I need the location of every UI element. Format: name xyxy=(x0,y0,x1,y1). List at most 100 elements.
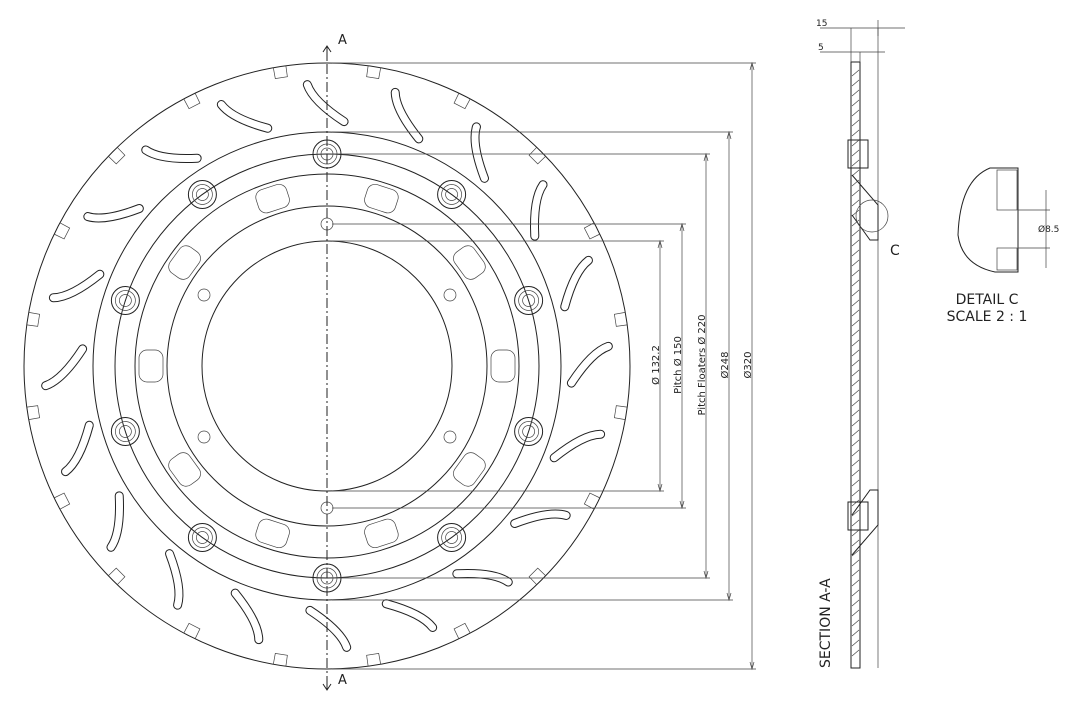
hatch-line xyxy=(851,69,860,77)
carrier-window xyxy=(364,183,399,214)
carrier-window xyxy=(255,183,290,214)
hatch-line xyxy=(851,559,860,567)
dim-disc-thickness: 5 xyxy=(818,43,824,53)
edge-notch xyxy=(54,492,71,510)
mounting-hole xyxy=(197,288,211,302)
edge-notch xyxy=(583,222,600,240)
hatch-line xyxy=(851,449,860,457)
hatch-line xyxy=(851,119,860,127)
cooling-slot-inner xyxy=(142,146,201,162)
carrier-section xyxy=(851,174,879,241)
detail-scale: SCALE 2 : 1 xyxy=(947,309,1028,325)
detail-marker: C xyxy=(890,243,900,259)
hatch-line xyxy=(851,499,860,507)
floater-hole xyxy=(522,294,535,307)
hatch-line xyxy=(851,99,860,107)
dim-320: Ø320 xyxy=(742,352,754,379)
hatch-line xyxy=(851,379,860,387)
hatch-line xyxy=(851,79,860,87)
cooling-slot-inner xyxy=(62,421,93,476)
dimension-line xyxy=(332,131,733,601)
detail-c-circle xyxy=(855,199,889,233)
section-title: SECTION A-A xyxy=(818,578,834,668)
edge-notch xyxy=(613,405,628,421)
disc-section xyxy=(850,61,861,669)
detail-title: DETAIL C xyxy=(956,292,1019,308)
floater-ring xyxy=(115,421,136,442)
hatch-line xyxy=(851,189,860,197)
detail-hatch-bottom xyxy=(996,247,1018,271)
hatch-line xyxy=(851,399,860,407)
edge-notch xyxy=(272,65,288,80)
hatch-line xyxy=(851,339,860,347)
cooling-slot-inner xyxy=(391,88,423,143)
hatch-line xyxy=(851,629,860,637)
hatch-line xyxy=(851,589,860,597)
carrier-window xyxy=(138,349,164,383)
hatch-line xyxy=(851,129,860,137)
floater-hole xyxy=(522,425,535,438)
carrier-window xyxy=(168,245,201,280)
mounting-hole xyxy=(197,430,211,444)
floater-hole xyxy=(196,531,209,544)
floater xyxy=(187,179,217,209)
outer-edge-circle xyxy=(23,62,631,670)
hatch-line xyxy=(851,419,860,427)
hatch-line xyxy=(851,619,860,627)
dim-total-thickness: 15 xyxy=(816,19,827,29)
hatch-line xyxy=(851,649,860,657)
dim-inner-diameter: Ø 132.2 xyxy=(650,345,662,385)
detail-outline xyxy=(957,167,1019,273)
dimension-line xyxy=(332,240,664,492)
dimension-arrow xyxy=(703,152,709,580)
cooling-slot-inner xyxy=(471,123,488,182)
floater-hole xyxy=(445,531,458,544)
floater-hole xyxy=(196,188,209,201)
section-arrow-bottom xyxy=(322,676,332,691)
edge-notch xyxy=(366,652,382,667)
dimension-line xyxy=(332,62,756,670)
floater xyxy=(110,285,140,315)
thickness-dimension xyxy=(820,27,905,62)
hatch-line xyxy=(851,569,860,577)
section-arrow-top xyxy=(322,45,332,60)
floater-section xyxy=(847,139,869,169)
dimension-arrow xyxy=(726,130,732,602)
cooling-slot-inner xyxy=(306,606,351,651)
hatch-line xyxy=(851,329,860,337)
section-marker-top: A xyxy=(338,33,347,48)
edge-notch xyxy=(366,65,382,80)
hatch-line xyxy=(851,319,860,327)
cooling-slot-inner xyxy=(303,81,348,126)
detail-dimension xyxy=(1018,190,1050,268)
dim-248: Ø248 xyxy=(719,352,731,379)
dimension-arrow xyxy=(657,239,663,493)
edge-notch xyxy=(26,311,41,327)
mounting-hole xyxy=(443,288,457,302)
cooling-slot-inner xyxy=(511,510,570,527)
cooling-slot-inner xyxy=(231,589,263,644)
carrier-window xyxy=(453,245,486,280)
hatch-line xyxy=(851,369,860,377)
cooling-slot-inner xyxy=(561,256,592,311)
floater-hole xyxy=(119,425,132,438)
edge-notch xyxy=(528,567,546,585)
cooling-slot-inner xyxy=(567,342,612,387)
hatch-line xyxy=(851,239,860,247)
edge-notch xyxy=(528,147,546,165)
hatch-line xyxy=(851,259,860,267)
floater-hole xyxy=(445,188,458,201)
carrier-window xyxy=(255,518,290,549)
hatch-line xyxy=(851,139,860,147)
floater xyxy=(514,285,544,315)
hatch-line xyxy=(851,359,860,367)
carrier-window xyxy=(453,452,486,487)
hatch-line xyxy=(851,609,860,617)
hatch-line xyxy=(851,209,860,217)
floater-ring xyxy=(518,421,539,442)
floater xyxy=(187,523,217,553)
hatch-line xyxy=(851,579,860,587)
section-view xyxy=(820,20,905,669)
cooling-slot-inner xyxy=(453,570,512,586)
